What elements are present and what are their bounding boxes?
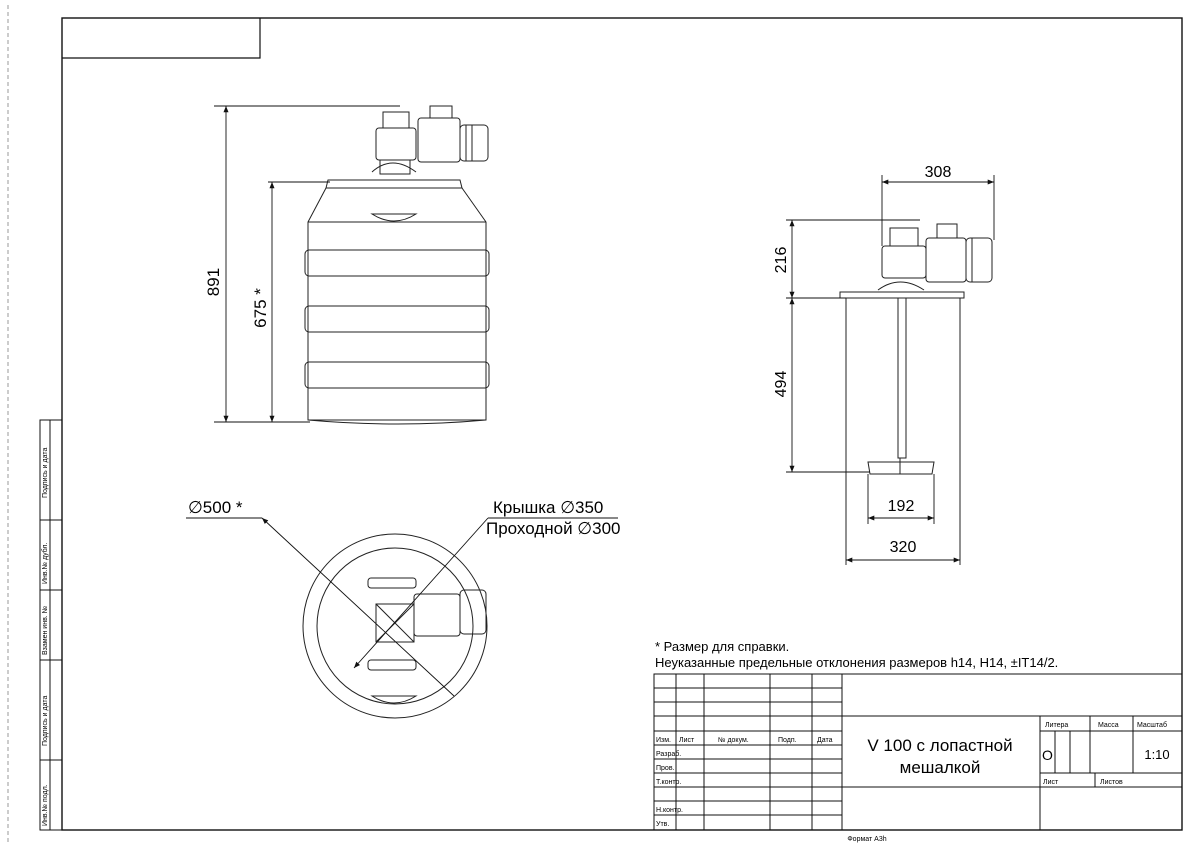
left-side-strip (39, 419, 63, 831)
tb-title-line2: мешалкой (900, 758, 981, 777)
tb-row-nkontr: Н.контр. (656, 807, 683, 814)
note-tolerances: Неуказанные предельные отклонения размер… (655, 655, 1058, 670)
tb-row-tkontr: Т.контр. (656, 779, 681, 786)
tb-col-sign: Подп. (778, 737, 797, 744)
lid-label-line1: Крышка ∅350 (493, 498, 603, 517)
dim-side-308: 308 (925, 164, 952, 181)
tb-col-docnum: № докум. (718, 737, 749, 744)
dim-top-diameter: ∅500 * (188, 498, 243, 517)
top-left-stamp (62, 18, 261, 59)
top-dimensions (186, 517, 618, 697)
side-label-vzam-inv: Взамен инв. № (42, 606, 49, 655)
format-label: Формат A3h (847, 836, 886, 843)
front-dimensions (214, 105, 400, 423)
tb-litera-value: О (1042, 747, 1053, 763)
side-label-podp-data-bottom: Подпись и дата (42, 696, 49, 746)
side-dimensions (786, 175, 995, 565)
tb-litera: Литера (1045, 722, 1068, 729)
tb-massa: Масса (1098, 722, 1119, 729)
side-label-inv-podl: Инв.№ подл. (42, 784, 49, 826)
tb-row-razrab: Разраб. (656, 750, 681, 758)
tb-row-prov: Пров. (656, 765, 675, 772)
tb-listov: Листов (1100, 779, 1123, 786)
front-view (304, 105, 490, 425)
tb-list: Лист (1043, 779, 1059, 786)
dim-side-494: 494 (773, 371, 790, 398)
tb-col-date: Дата (817, 737, 833, 744)
dim-side-192: 192 (888, 498, 915, 515)
tb-masshtab: Масштаб (1137, 721, 1167, 729)
tb-col-izm: Изм. (656, 737, 671, 744)
dim-front-891: 891 (204, 268, 223, 296)
tb-scale-value: 1:10 (1144, 747, 1169, 762)
dim-front-675: 675 * (251, 288, 270, 328)
side-view (839, 223, 993, 560)
tb-row-utv: Утв. (656, 821, 669, 828)
tb-col-list: Лист (679, 737, 695, 744)
top-view (302, 533, 488, 719)
lid-label-line2: Проходной ∅300 (486, 519, 620, 538)
tb-title-line1: V 100 с лопастной (867, 736, 1012, 755)
side-label-podp-data-top: Подпись и дата (42, 448, 49, 498)
side-label-inv-dubl: Инв.№ дубл. (41, 543, 49, 584)
title-block (653, 673, 1183, 831)
dim-side-216: 216 (773, 247, 790, 274)
note-reference: * Размер для справки. (655, 639, 789, 654)
dim-side-320: 320 (890, 539, 917, 556)
drawing-frame (61, 17, 1183, 831)
